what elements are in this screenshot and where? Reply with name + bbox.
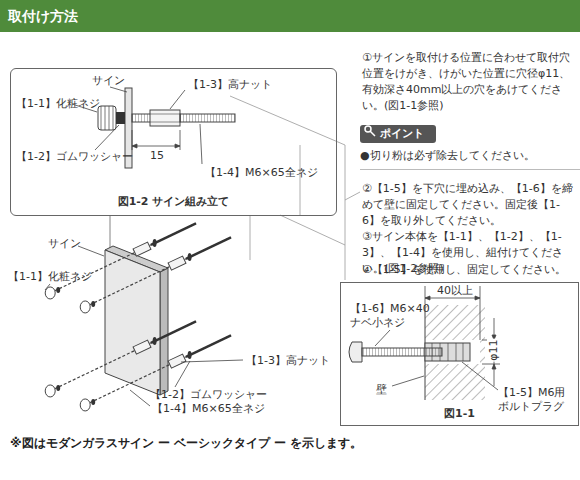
fixing-part: [85, 237, 231, 307]
node-body: ●切り粉は必ず除去してください。: [360, 149, 580, 163]
high-nut: [168, 354, 186, 368]
fixings: [45, 223, 231, 411]
part-label: 【1-4】M6×65全ネジ: [152, 402, 265, 416]
part-label: 【1-2】ゴムワッシャー: [16, 150, 133, 164]
dimension-label: 15: [150, 149, 164, 163]
anchor-section: [349, 286, 500, 400]
dimension-label: 40以上: [437, 284, 473, 298]
step-text: ④【1-5】を使用し、固定してください。: [362, 262, 576, 278]
part-label: 壁: [376, 383, 387, 397]
callout-line: [110, 215, 111, 252]
rubber-washer: [56, 287, 60, 293]
part-label: 【1-3】高ナット: [188, 78, 272, 92]
rubber-washer: [188, 351, 192, 359]
rubber-washer: [153, 239, 157, 247]
key-icon: [370, 131, 375, 136]
part-label: 【1-1】化粧ネジ: [8, 270, 92, 284]
decorative-screw: [45, 287, 55, 299]
step-text: ①サインを取付ける位置に合わせて取付穴位置をけがき、けがいた位置に穴径φ11、有…: [362, 50, 576, 114]
rubber-washer: [56, 385, 60, 391]
sign-plate: [105, 246, 168, 395]
rubber-washer: [91, 301, 95, 307]
high-nut: [133, 242, 151, 256]
decorative-screw: [45, 385, 55, 397]
note-text: ※図はモダンガラスサイン ー ベーシックタイプ ー を示します。: [10, 436, 362, 450]
part-label: 【1-3】高ナット: [246, 354, 330, 368]
part-label: 【1-4】M6×65全ネジ: [205, 166, 318, 180]
node-title: 取付け方法: [8, 7, 78, 25]
part-label: 【1-5】M6用 ボルトプラグ: [498, 386, 572, 414]
threaded-rod: [151, 223, 196, 245]
fixing-part: [50, 321, 196, 391]
part-label: サイン: [48, 237, 81, 251]
threaded-rod: [186, 335, 231, 357]
callout-box: 図1-2 サイン組み立て: [10, 68, 337, 216]
rubber-washer: [153, 337, 157, 345]
part-label: 【1-1】化粧ネジ: [16, 97, 100, 111]
dimension-label: φ11: [487, 338, 501, 361]
threaded-rod: [186, 237, 231, 258]
high-nut: [133, 340, 151, 354]
high-nut: [168, 256, 186, 270]
part-label: 【1-2】ゴムワッシャー: [150, 388, 267, 402]
rubber-washer: [91, 399, 95, 405]
wall-lines: [230, 96, 360, 280]
part-label: サイン: [92, 74, 125, 88]
header-bar: 取付け方法: [0, 0, 580, 32]
part-label: 【1-6】M6×40 ナベ小ネジ: [350, 302, 434, 330]
step-text: ②【1-5】を下穴に埋め込み、【1-6】を締めて壁に固定してください。固定後【1…: [362, 181, 576, 229]
decorative-screw: [80, 399, 90, 411]
decorative-screw: [80, 301, 90, 313]
node-title: 図1-2 サイン組み立て: [11, 195, 336, 209]
threaded-rod: [151, 321, 196, 343]
point-box: ポイント●切り粉は必ず除去してください。: [360, 122, 580, 170]
key-icon: [364, 125, 376, 137]
rubber-washer: [188, 253, 192, 261]
